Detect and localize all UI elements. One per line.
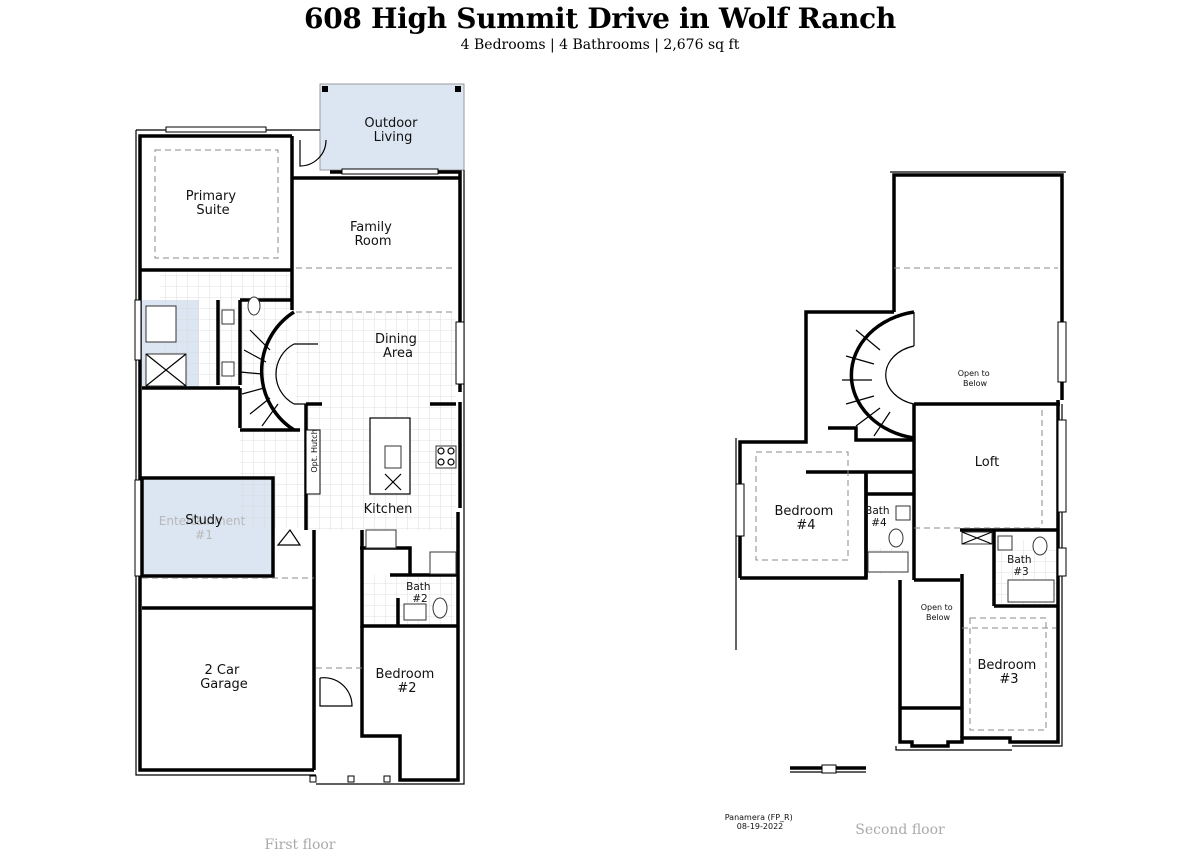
study-label: Study: [185, 513, 223, 528]
staircase-first-floor: [239, 310, 318, 432]
cooktop: [435, 445, 457, 469]
bath2-label: Bath #2: [406, 581, 434, 605]
outdoor-living-label: Outdoor Living: [364, 116, 421, 145]
toilet-icon: [247, 296, 261, 316]
outdoor-living-area: [319, 83, 465, 171]
staircase-second-floor: [842, 310, 915, 440]
toilet-icon: [888, 528, 904, 548]
second-floor-caption: Second floor: [855, 822, 945, 838]
dining-area-label: Dining Area: [375, 332, 421, 361]
open-below-top-label: Open to Below: [958, 369, 993, 388]
bathtub-icon: [867, 551, 909, 573]
study-ghost-label: Entertainment #1: [159, 514, 249, 542]
garage-label: 2 Car Garage: [200, 663, 248, 692]
bath3-label: Bath #3: [1007, 554, 1035, 578]
bathtub-icon: [145, 305, 177, 343]
bedroom4-label: Bedroom #4: [775, 504, 838, 533]
plan-stamp: Panamera (FP_R) 08-19-2022: [725, 813, 796, 831]
second-floor-plan: Open to Below Loft Bedroom #4 Bath #4 Ba…: [725, 171, 1067, 838]
loft-label: Loft: [975, 455, 999, 470]
toilet-icon: [1032, 536, 1048, 556]
first-floor-plan: Outdoor Living Primary Suite Family Room…: [134, 83, 465, 850]
header: 608 High Summit Drive in Wolf Ranch 4 Be…: [0, 0, 1200, 54]
dining-tile: [296, 312, 456, 404]
bedroom2-label: Bedroom #2: [376, 667, 439, 696]
bedroom3-label: Bedroom #3: [978, 658, 1041, 687]
shower-icon: [429, 551, 457, 575]
page-title: 608 High Summit Drive in Wolf Ranch: [304, 2, 896, 35]
family-room-label: Family Room: [350, 220, 396, 249]
bathtub-icon: [1007, 579, 1055, 603]
kitchen-label: Kitchen: [364, 502, 413, 517]
primary-suite-label: Primary Suite: [186, 189, 240, 218]
opt-hutch-label: Opt. Hutch: [310, 429, 319, 472]
page-subtitle: 4 Bedrooms | 4 Bathrooms | 2,676 sq ft: [460, 37, 740, 53]
toilet-icon: [432, 597, 448, 619]
bath4-label: Bath #4: [865, 505, 893, 529]
open-below-bottom-label: Open to Below: [921, 603, 956, 622]
first-floor-caption: First floor: [264, 837, 335, 850]
kitchen-sink: [365, 529, 397, 549]
